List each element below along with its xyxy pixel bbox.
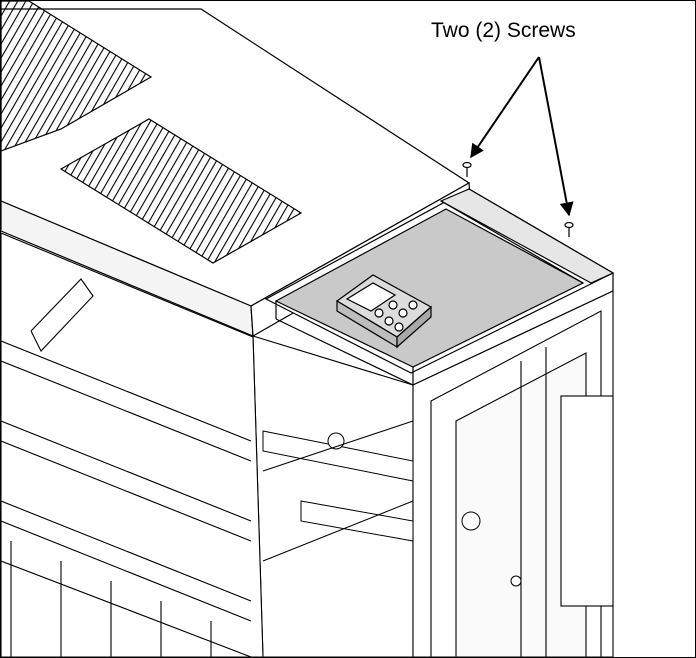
left-frame xyxy=(1,232,264,657)
keypad-controller xyxy=(335,274,433,349)
callout-label: Two (2) Screws xyxy=(431,19,576,42)
screw-icon xyxy=(462,161,472,177)
control-panel-cover xyxy=(264,188,615,386)
screw-icon xyxy=(564,221,574,237)
vent-grille xyxy=(1,1,303,264)
coil-tubes xyxy=(262,420,522,587)
arrow-pointer xyxy=(470,56,574,217)
unit-frame xyxy=(252,290,614,657)
